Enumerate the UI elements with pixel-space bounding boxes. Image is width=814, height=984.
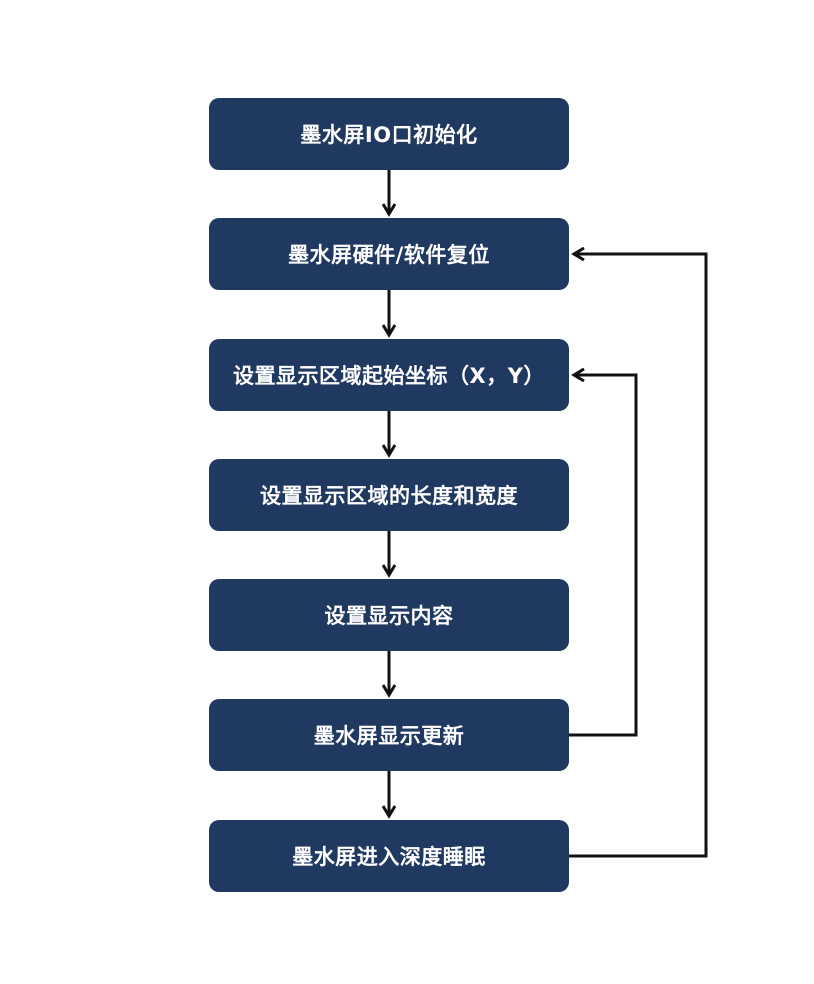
step-set-content-label: 设置显示内容 bbox=[324, 604, 454, 628]
step-deep-sleep: 墨水屏进入深度睡眠 bbox=[209, 820, 569, 892]
step-set-start-coords-label: 设置显示区域起始坐标（X，Y） bbox=[233, 364, 545, 388]
loop-arrow-sleep-to-reset bbox=[569, 254, 708, 858]
loop-arrow-update-to-coords bbox=[569, 375, 638, 737]
step-deep-sleep-label: 墨水屏进入深度睡眠 bbox=[292, 845, 486, 869]
step-io-init-label: 墨水屏IO口初始化 bbox=[300, 123, 478, 147]
step-io-init: 墨水屏IO口初始化 bbox=[209, 98, 569, 170]
step-reset-label: 墨水屏硬件/软件复位 bbox=[288, 243, 490, 267]
step-set-start-coords: 设置显示区域起始坐标（X，Y） bbox=[209, 339, 569, 411]
step-display-update-label: 墨水屏显示更新 bbox=[313, 724, 465, 748]
step-set-area-size: 设置显示区域的长度和宽度 bbox=[209, 459, 569, 531]
step-display-update: 墨水屏显示更新 bbox=[209, 699, 569, 771]
step-set-area-size-label: 设置显示区域的长度和宽度 bbox=[260, 484, 518, 508]
step-reset: 墨水屏硬件/软件复位 bbox=[209, 218, 569, 290]
step-set-content: 设置显示内容 bbox=[209, 579, 569, 651]
